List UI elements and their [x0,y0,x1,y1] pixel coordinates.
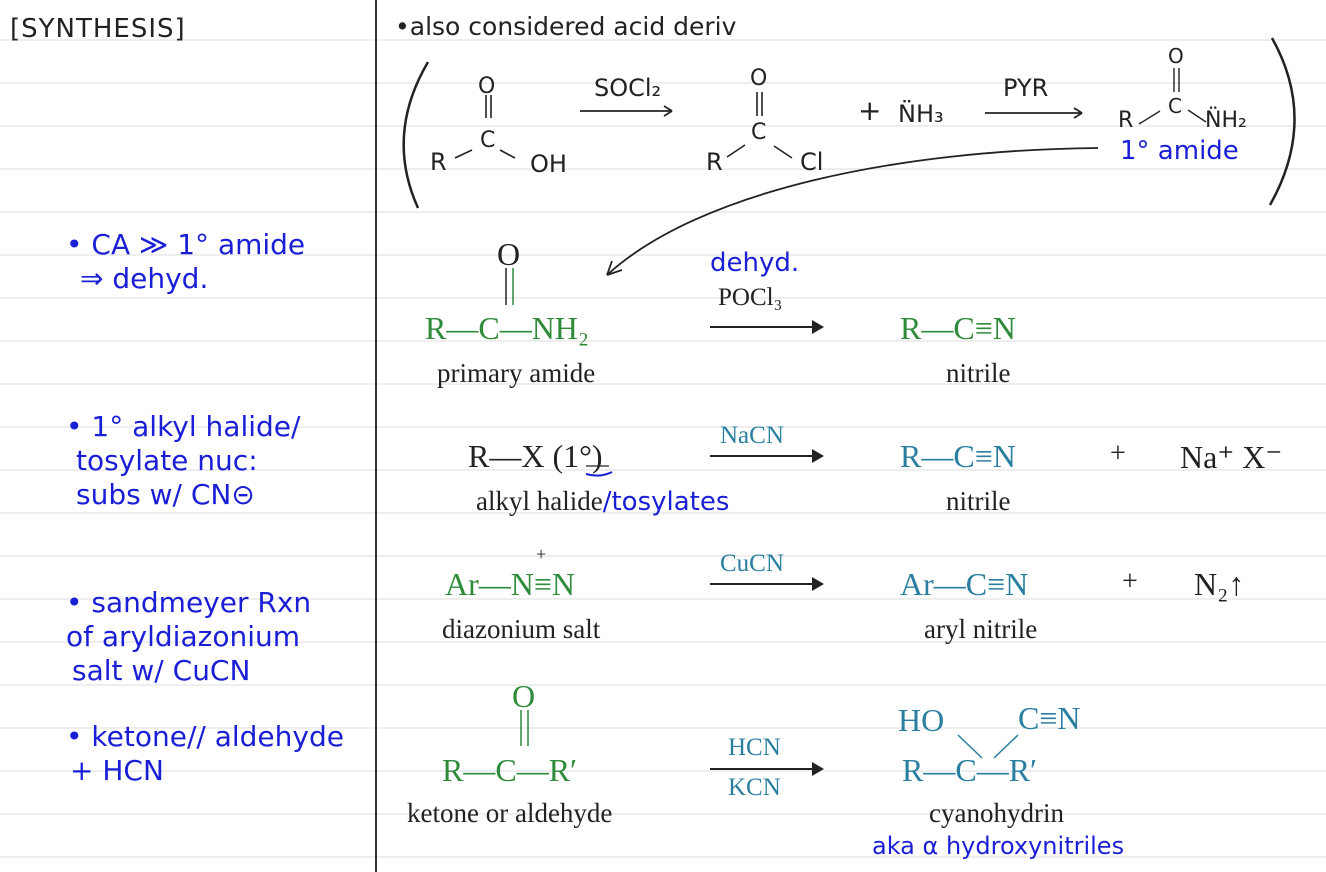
reaction-arrow [710,320,824,334]
amide-c: C [1168,94,1182,118]
acid-r: R [430,148,447,176]
cyanohydrin-label: cyanohydrin [929,798,1064,828]
acid-oh: OH [530,150,567,178]
plus-sign: + [1110,438,1126,469]
tosylates-note: /tosylates [602,487,730,517]
note-line: of aryldiazonium [66,620,300,653]
nax-byproduct: Na⁺ X⁻ [1180,439,1283,475]
acid-c: C [480,128,496,153]
note-line: + HCN [70,754,164,787]
note-line: tosylate nuc: [76,444,258,477]
aryl-nitrile-formula: Ar—C≡N [900,566,1029,602]
primary-amide-formula: R—C—NH₂ [425,310,590,346]
nitrile-label: nitrile [946,358,1011,388]
note-line: • sandmeyer Rxn [66,586,312,619]
acyl-chloride-r: R [706,148,723,176]
dehyd-note: dehyd. [710,248,800,278]
top-note: •also considered acid deriv [395,12,737,41]
note-line: • CA ≫ 1° amide [66,228,306,261]
note-line: • ketone// aldehyde [66,720,344,753]
socl2-reagent: SOCl₂ [594,74,662,102]
plus-sign: + [1122,566,1138,597]
acyl-chloride-cl: Cl [800,148,824,176]
acid-o: O [478,74,496,99]
ketone-label: ketone or aldehyde [407,798,613,828]
aryl-nitrile-label: aryl nitrile [924,614,1038,644]
carbonyl-o: O [512,678,536,714]
note-dehydration: • CA ≫ 1° amide ⇒ dehyd. [60,228,305,296]
page-title: [SYNTHESIS] [10,14,186,44]
hcn-reagent: HCN [728,734,781,761]
plus-sign: + [858,94,882,127]
carbonyl-o: O [497,236,521,272]
amide-o: O [1168,44,1184,68]
pocl3-reagent: POCl₃ [718,284,783,311]
acyl-chloride-c: C [751,120,767,145]
diazonium-label: diazonium salt [442,614,601,644]
reaction-arrow [710,577,824,591]
nitrile-formula: R—C≡N [900,438,1016,474]
ammonia: N̈H₃ [898,100,944,128]
cucn-reagent: CuCN [720,550,784,577]
diazonium-charge: + [536,544,547,564]
nacn-reagent: NaCN [720,422,784,449]
primary-amide-label: primary amide [437,358,596,388]
note-line: ⇒ dehyd. [80,262,209,295]
nitrile-formula: R—C≡N [900,310,1016,346]
note-line: • 1° alkyl halide/ [66,410,301,443]
cyanohydrin-ho: HO [898,702,945,738]
note-line: subs w/ CN⊝ [76,478,255,511]
amide-label: 1° amide [1120,136,1239,166]
ketone-formula: R—C—R′ [442,752,578,788]
diazonium-formula: Ar—N≡N [445,566,576,602]
margin-divider [375,0,377,872]
note-sandmeyer: • sandmeyer Rxn of aryldiazonium salt w/… [60,586,311,688]
note-line: salt w/ CuCN [72,654,251,687]
reaction-arrow [710,762,824,776]
acyl-chloride-o: O [750,66,768,91]
cyanohydrin-cn: C≡N [1018,700,1081,736]
alkyl-halide-label: alkyl halide/tosylates [476,486,729,517]
cyanohydrin-note: aka α hydroxynitriles [872,832,1125,860]
amide-nh2: N̈H₂ [1205,108,1247,133]
reaction-arrow [710,449,824,463]
n2-byproduct: N₂↑ [1194,566,1245,602]
note-alkyl-halide: • 1° alkyl halide/ tosylate nuc: subs w/… [60,410,300,512]
alkyl-halide-text: alkyl halide [476,486,603,516]
alkyl-halide-formula: R—X (1°) [468,438,603,474]
amide-r: R [1118,108,1134,133]
cyanohydrin-formula: R—C—R′ [902,752,1038,788]
kcn-reagent: KCN [728,774,781,801]
nitrile-label: nitrile [946,486,1011,516]
pyr-reagent: PYR [1003,74,1049,102]
note-ketone: • ketone// aldehyde + HCN [60,720,344,788]
